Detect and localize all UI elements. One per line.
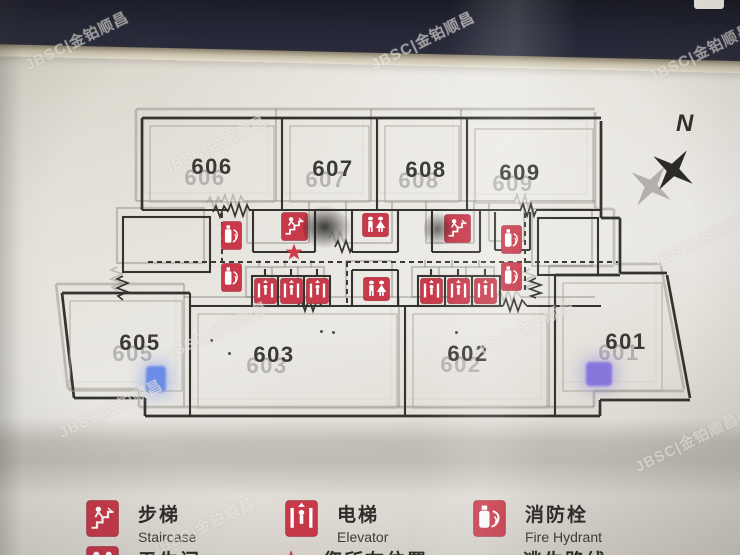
- room-number: 603: [253, 342, 295, 367]
- legend-label-zh: 电梯: [337, 505, 380, 526]
- legend-item-elevator: 电梯 Elevator: [285, 500, 388, 545]
- speck: [455, 331, 458, 334]
- room-number: 605: [119, 330, 161, 355]
- compass-north-label: N: [676, 110, 694, 137]
- room-label-ghost: 602: [440, 352, 482, 377]
- map-icon-elevator: [473, 278, 497, 304]
- staircase-icon: [86, 500, 119, 537]
- legend-text: 消防栓 Fire Hydrant: [525, 500, 602, 545]
- room-label-ghost: 607: [305, 167, 347, 192]
- room-label-ghost: 608: [398, 168, 440, 193]
- legend-item-staircase: 步梯 Staircase: [86, 500, 196, 545]
- room-label-ghost: 603: [246, 353, 288, 378]
- legend-label-zh: 消防栓: [525, 505, 589, 526]
- current-location-star-icon: [284, 242, 304, 262]
- room-number: 609: [499, 160, 541, 185]
- escape-route-lines: [148, 213, 618, 305]
- legend-text: 步梯 Staircase: [138, 500, 196, 545]
- map-icon-elevator: [253, 278, 277, 304]
- compass-rose: [631, 150, 693, 206]
- screen-reflection-glow: [586, 362, 612, 386]
- legend-text: 卫生间: [138, 546, 201, 555]
- room-label-ghost: 605: [112, 341, 154, 366]
- speck: [228, 352, 231, 355]
- map-icon-elevator: [305, 278, 329, 304]
- legend-label-en: Elevator: [337, 529, 389, 545]
- location-star-icon: [278, 548, 304, 555]
- ink-smudge: [424, 212, 454, 246]
- speck: [320, 330, 323, 333]
- legend-text: 您所在位置: [323, 546, 428, 555]
- legend-item-route: 逃生路线: [468, 546, 607, 555]
- legend-label-zh: 步梯: [138, 505, 181, 526]
- legend-label-en: Fire Hydrant: [525, 529, 603, 545]
- legend-label-zh: 逃生路线: [523, 546, 607, 555]
- map-icon-elevator: [279, 278, 303, 304]
- screen-reflection-glow: [146, 366, 166, 392]
- map-icon-fire-hydrant: [500, 224, 522, 254]
- ink-smudge: [303, 206, 351, 248]
- map-icon-fire-hydrant: [220, 220, 242, 250]
- map-icon-fire-hydrant: [500, 261, 522, 291]
- map-icon-elevator: [419, 278, 443, 304]
- legend-label-en: Staircase: [138, 529, 197, 545]
- map-icon-restroom: [361, 213, 389, 237]
- room-label-ghost: 609: [492, 171, 534, 196]
- legend-text: 电梯 Elevator: [337, 500, 388, 545]
- legend-text: 逃生路线: [523, 546, 607, 555]
- legend-item-restroom: 卫生间: [86, 546, 201, 555]
- restroom-icon: [86, 546, 119, 555]
- room-number: 602: [447, 341, 489, 366]
- speck: [332, 331, 335, 334]
- room-number: 606: [191, 154, 233, 179]
- legend-item-fire-hydrant: 消防栓 Fire Hydrant: [473, 500, 602, 545]
- room-number: 608: [405, 157, 447, 182]
- room-number: 607: [312, 156, 354, 181]
- legend-item-location-star: 您所在位置: [278, 546, 428, 555]
- map-icon-fire-hydrant: [220, 262, 242, 292]
- room-number: 601: [605, 329, 647, 354]
- room-label-ghost: 606: [184, 165, 226, 190]
- legend-label-zh: 您所在位置: [323, 546, 428, 555]
- map-icon-restroom: [362, 277, 390, 301]
- legend-label-zh: 卫生间: [138, 546, 201, 555]
- ceiling-highlight: [694, 0, 724, 9]
- elevator-icon: [285, 500, 318, 537]
- room-label-ghost: 601: [598, 340, 640, 365]
- speck: [210, 339, 213, 342]
- map-icon-elevator: [446, 278, 470, 304]
- fire-hydrant-icon: [473, 500, 506, 537]
